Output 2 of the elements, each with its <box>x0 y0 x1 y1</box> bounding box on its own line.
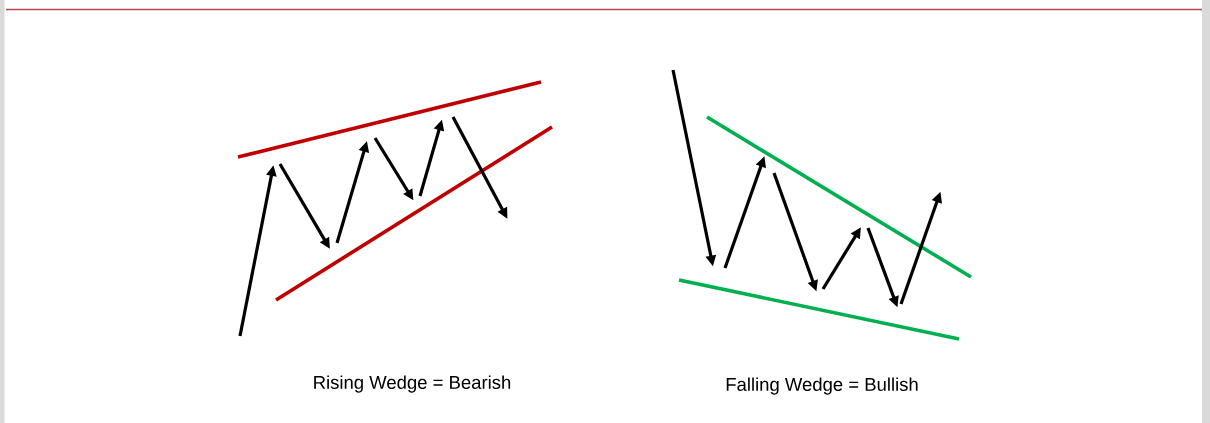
pattern-label: Falling Wedge = Bullish <box>726 377 918 395</box>
pattern-label: Rising Wedge = Bearish <box>314 375 511 393</box>
